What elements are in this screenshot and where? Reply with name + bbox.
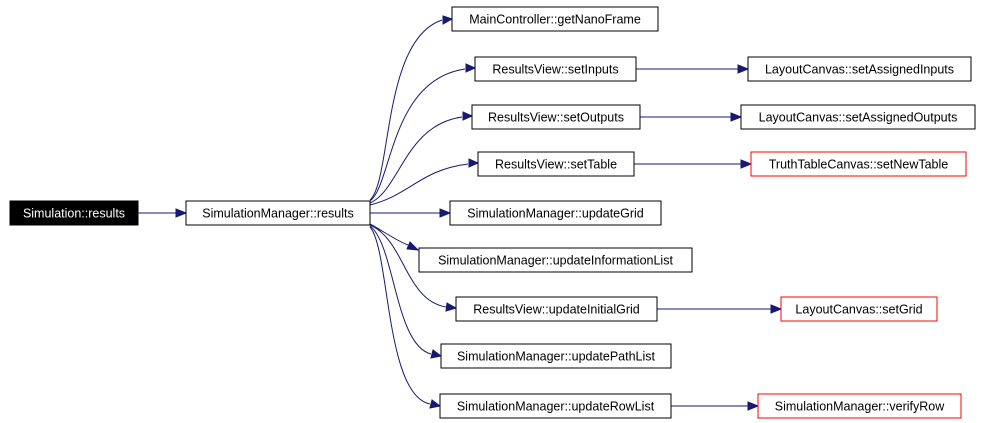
node-simulationmanager-updaterowlist[interactable]: SimulationManager::updateRowList: [439, 393, 672, 419]
edge-arrowhead: [462, 111, 474, 121]
node-label: LayoutCanvas::setAssignedOutputs: [759, 111, 958, 125]
node-simulationmanager-updatepathlist[interactable]: SimulationManager::updatePathList: [440, 343, 672, 369]
node-resultsview-settable[interactable]: ResultsView::setTable: [477, 151, 635, 177]
edge-results-to-updaterowlist: [369, 226, 431, 405]
node-layoutcanvas-setgrid[interactable]: LayoutCanvas::setGrid: [780, 296, 938, 322]
node-resultsview-updateinitialgrid[interactable]: ResultsView::updateInitialGrid: [455, 296, 658, 322]
edge-arrowhead: [747, 401, 760, 411]
edge-results-to-getnanoframe: [369, 19, 443, 201]
edge-arrowhead: [730, 112, 743, 122]
node-resultsview-setinputs[interactable]: ResultsView::setInputs: [474, 56, 637, 82]
node-resultsview-setoutputs[interactable]: ResultsView::setOutputs: [471, 104, 641, 130]
node-label: ResultsView::setOutputs: [488, 111, 624, 125]
edge-results-to-settable: [369, 163, 469, 206]
edge-arrowhead: [770, 304, 783, 314]
node-label: TruthTableCanvas::setNewTable: [769, 158, 949, 172]
node-label: SimulationManager::updateInformationList: [438, 254, 673, 268]
node-simulationmanager-verifyrow[interactable]: SimulationManager::verifyRow: [757, 393, 962, 419]
edge-arrowhead: [175, 208, 188, 218]
node-label: ResultsView::updateInitialGrid: [473, 303, 640, 317]
node-label: LayoutCanvas::setGrid: [795, 303, 922, 317]
node-label: SimulationManager::updateGrid: [467, 207, 644, 221]
edge-arrowhead: [429, 399, 442, 409]
edge-arrowhead: [439, 208, 452, 218]
edge-arrowhead: [740, 159, 753, 169]
node-truthtablecanvas-setnewtable[interactable]: TruthTableCanvas::setNewTable: [750, 151, 967, 177]
node-label: Simulation::results: [23, 207, 125, 221]
edge-arrowhead: [737, 64, 750, 74]
node-label: SimulationManager::updatePathList: [457, 350, 656, 364]
node-layoutcanvas-setassignedoutputs[interactable]: LayoutCanvas::setAssignedOutputs: [740, 104, 976, 130]
node-label: MainController::getNanoFrame: [469, 13, 641, 27]
edge-arrowhead: [445, 302, 458, 312]
edge-arrowhead: [468, 158, 480, 168]
node-simulationmanager-results[interactable]: SimulationManager::results: [185, 200, 371, 226]
edge-arrowhead: [442, 15, 454, 25]
edge-results-to-updatepathlist: [369, 225, 432, 355]
edge-arrowhead: [465, 63, 477, 73]
node-label: SimulationManager::updateRowList: [457, 400, 655, 414]
node-label: SimulationManager::results: [202, 207, 353, 221]
node-label: ResultsView::setInputs: [492, 63, 618, 77]
node-label: LayoutCanvas::setAssignedInputs: [765, 63, 954, 77]
node-simulationmanager-updateinformationlist[interactable]: SimulationManager::updateInformationList: [418, 247, 693, 273]
edge-results-to-updateinformationlist: [369, 223, 409, 246]
edge-arrowhead: [430, 349, 443, 359]
node-label: SimulationManager::verifyRow: [775, 400, 945, 414]
edge-arrowhead: [406, 241, 420, 251]
node-label: ResultsView::setTable: [495, 158, 617, 172]
edge-results-to-updateinitialgrid: [369, 224, 447, 308]
edge-results-to-setinputs: [369, 68, 466, 202]
node-simulationmanager-updategrid[interactable]: SimulationManager::updateGrid: [449, 200, 662, 226]
node-simulation-results[interactable]: Simulation::results: [9, 200, 139, 226]
node-maincontroller-getnanoframe[interactable]: MainController::getNanoFrame: [451, 6, 659, 32]
edge-results-to-setoutputs: [369, 116, 463, 204]
edges: [138, 15, 783, 411]
node-layoutcanvas-setassignedinputs[interactable]: LayoutCanvas::setAssignedInputs: [747, 56, 972, 82]
